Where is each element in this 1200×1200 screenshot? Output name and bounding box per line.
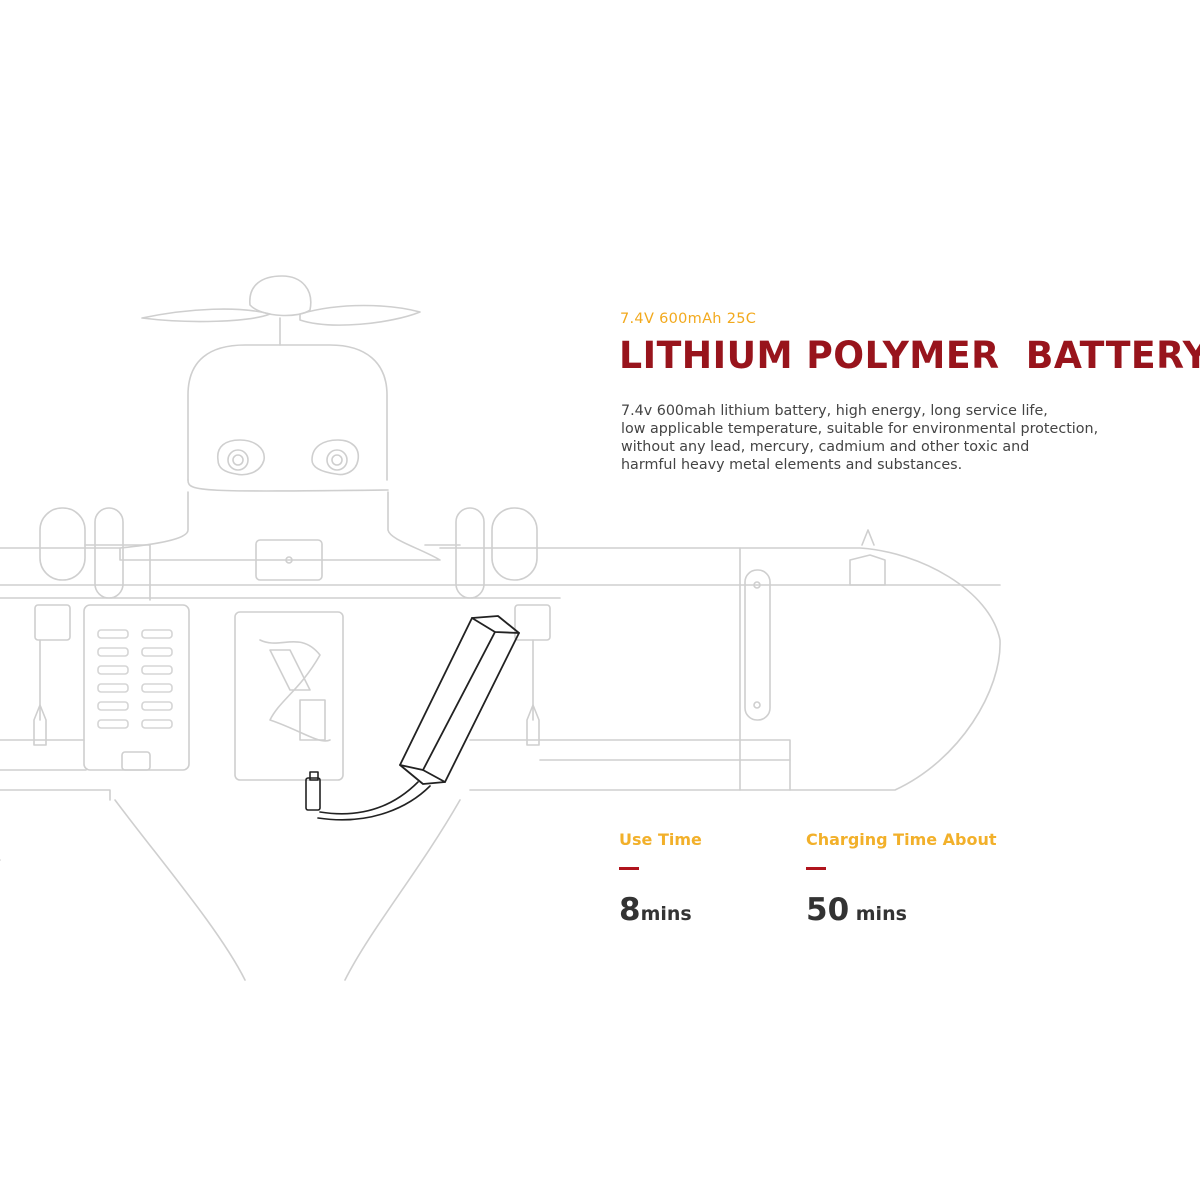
propeller-icon (141, 275, 421, 346)
description-line: 7.4v 600mah lithium battery, high energy… (621, 403, 1048, 419)
use-time-value: 8mins (619, 892, 702, 928)
page-title: LITHIUM POLYMER BATTERY (619, 334, 1200, 377)
battery-spec: 7.4V 600mAh 25C (620, 311, 757, 327)
description-line: without any lead, mercury, cadmium and o… (621, 439, 1030, 455)
battery-icon (399, 615, 520, 785)
charging-time-value: 50 mins (806, 892, 997, 928)
use-time-stat: Use Time 8mins (619, 830, 702, 928)
battery-description: 7.4v 600mah lithium battery, high energy… (621, 402, 1181, 474)
use-time-unit: mins (640, 903, 692, 925)
description-line: harmful heavy metal elements and substan… (621, 457, 963, 473)
charging-time-number: 50 (806, 892, 850, 928)
use-time-number: 8 (619, 892, 641, 928)
use-time-label: Use Time (619, 830, 702, 849)
charging-time-unit: mins (849, 903, 907, 925)
accent-dash (619, 867, 639, 870)
charging-time-label: Charging Time About (806, 830, 997, 849)
description-line: low applicable temperature, suitable for… (621, 421, 1099, 437)
charging-time-stat: Charging Time About 50 mins (806, 830, 997, 928)
battery-connector-icon (305, 771, 431, 821)
accent-dash (806, 867, 826, 870)
